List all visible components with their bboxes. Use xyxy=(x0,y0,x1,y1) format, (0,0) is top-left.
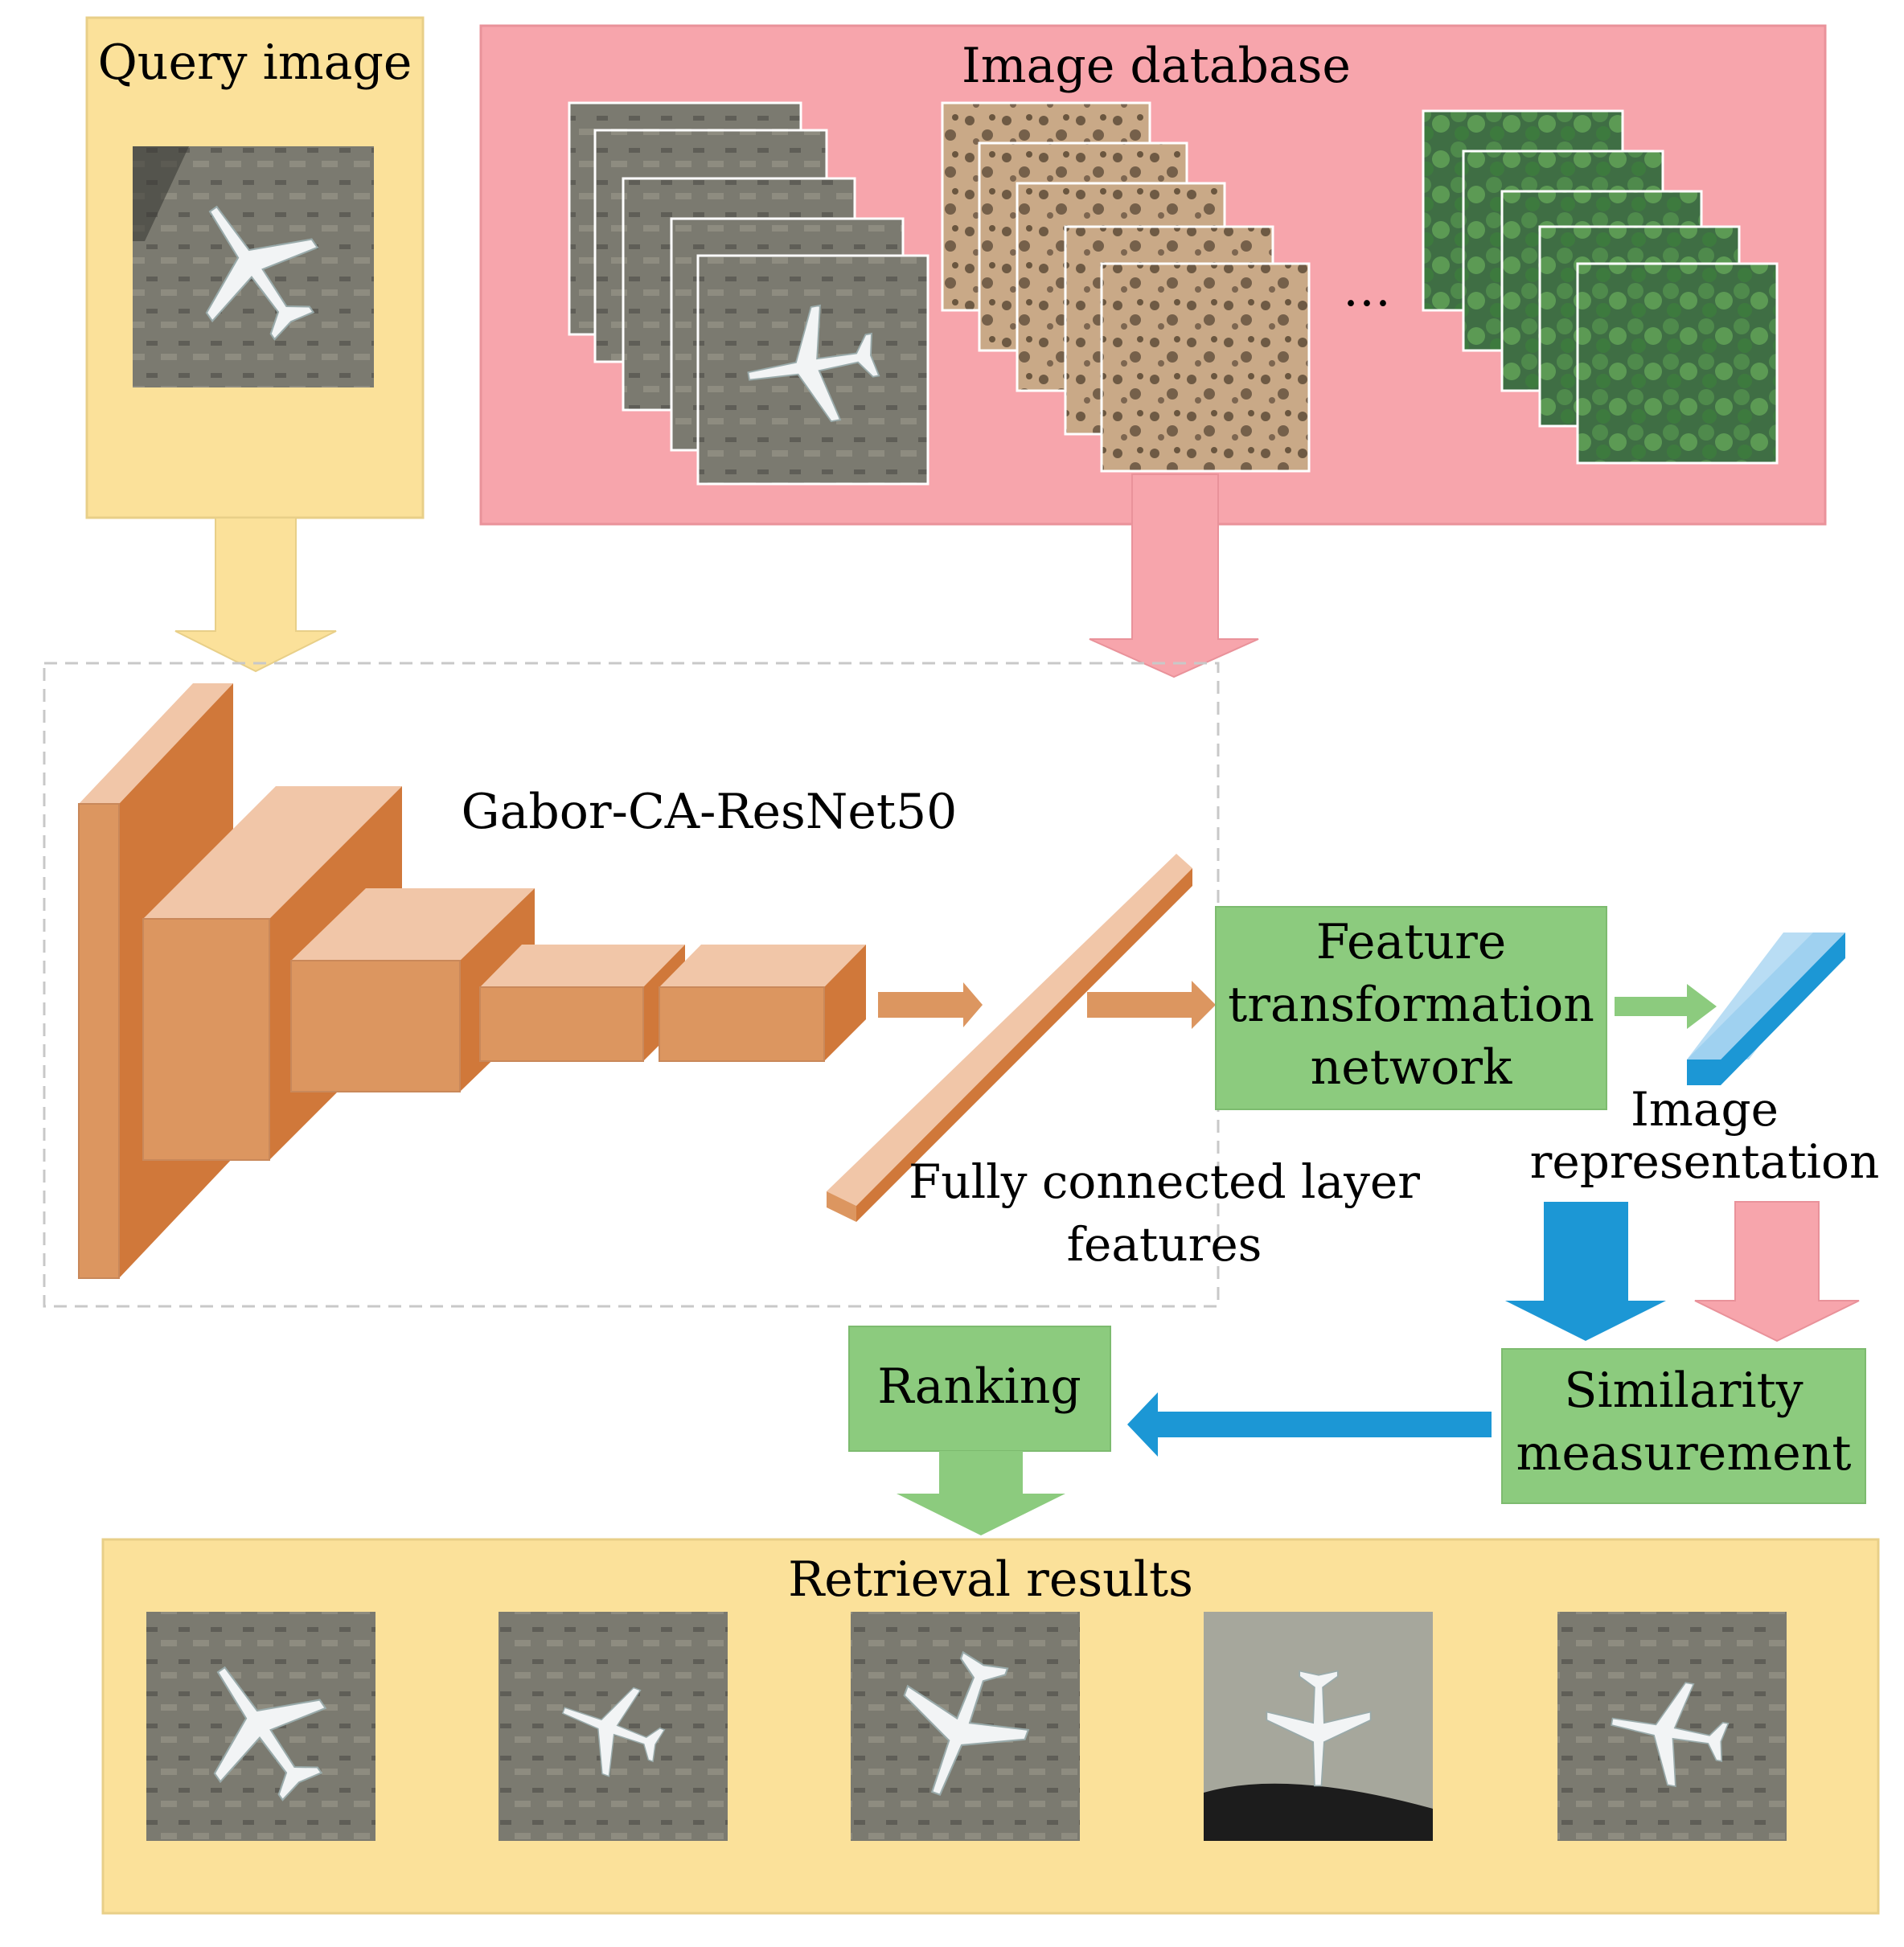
forest-image-stack xyxy=(1422,109,1779,465)
representation-to-similarity-arrow xyxy=(1505,1202,1666,1341)
fc-features-label-line2: features xyxy=(1067,1217,1262,1272)
feature-transformation-box: Feature transformation network xyxy=(1215,906,1607,1110)
result-thumbnail xyxy=(851,1612,1080,1841)
image-representation-line2: representation xyxy=(1530,1134,1880,1189)
similarity-to-ranking-arrow xyxy=(1127,1392,1492,1457)
airplane-image-stack xyxy=(568,101,929,486)
more-categories-ellipsis: … xyxy=(1343,261,1391,318)
query-image-panel: Query image xyxy=(85,16,425,519)
similarity-measurement-box: Similarity measurement xyxy=(1501,1348,1866,1504)
image-representation-vector xyxy=(1687,933,1845,1085)
result-thumbnail xyxy=(146,1612,375,1841)
fc-to-transform-arrow xyxy=(1087,981,1216,1029)
fc-features-label-line1: Fully connected layer xyxy=(909,1154,1420,1209)
query-to-network-arrow xyxy=(174,517,337,673)
database-to-similarity-arrow xyxy=(1694,1201,1860,1342)
result-thumbnail xyxy=(1204,1612,1433,1841)
transform-to-representation-arrow xyxy=(1615,984,1717,1029)
image-database-label: Image database xyxy=(962,38,1351,94)
result-thumbnail xyxy=(1557,1612,1787,1841)
image-database-panel: Image database … xyxy=(479,24,1827,526)
desert-image-stack xyxy=(941,101,1311,473)
query-image-thumbnail xyxy=(133,146,374,387)
feature-transform-line2: transformation xyxy=(1228,977,1594,1033)
image-representation-line1: Image xyxy=(1631,1082,1779,1137)
network-name-label: Gabor-CA-ResNet50 xyxy=(462,784,958,840)
similarity-line2: measurement xyxy=(1516,1425,1852,1482)
ranking-to-results-arrow xyxy=(897,1451,1065,1535)
feature-transform-line3: network xyxy=(1311,1039,1512,1096)
ranking-box: Ranking xyxy=(848,1326,1111,1452)
fc-layer-bar xyxy=(827,854,1192,1222)
database-to-network-arrow xyxy=(1089,473,1259,678)
similarity-line1: Similarity xyxy=(1564,1363,1803,1419)
feature-transform-line1: Feature xyxy=(1316,914,1507,970)
ranking-label: Ranking xyxy=(877,1359,1081,1415)
query-image-label: Query image xyxy=(98,35,412,91)
cnn-to-fc-arrow xyxy=(878,982,983,1027)
result-thumbnail xyxy=(499,1612,728,1841)
retrieval-results-label: Retrieval results xyxy=(788,1551,1193,1608)
cnn-layer-blocks xyxy=(78,683,866,1279)
retrieval-results-panel: Retrieval results xyxy=(101,1538,1880,1915)
